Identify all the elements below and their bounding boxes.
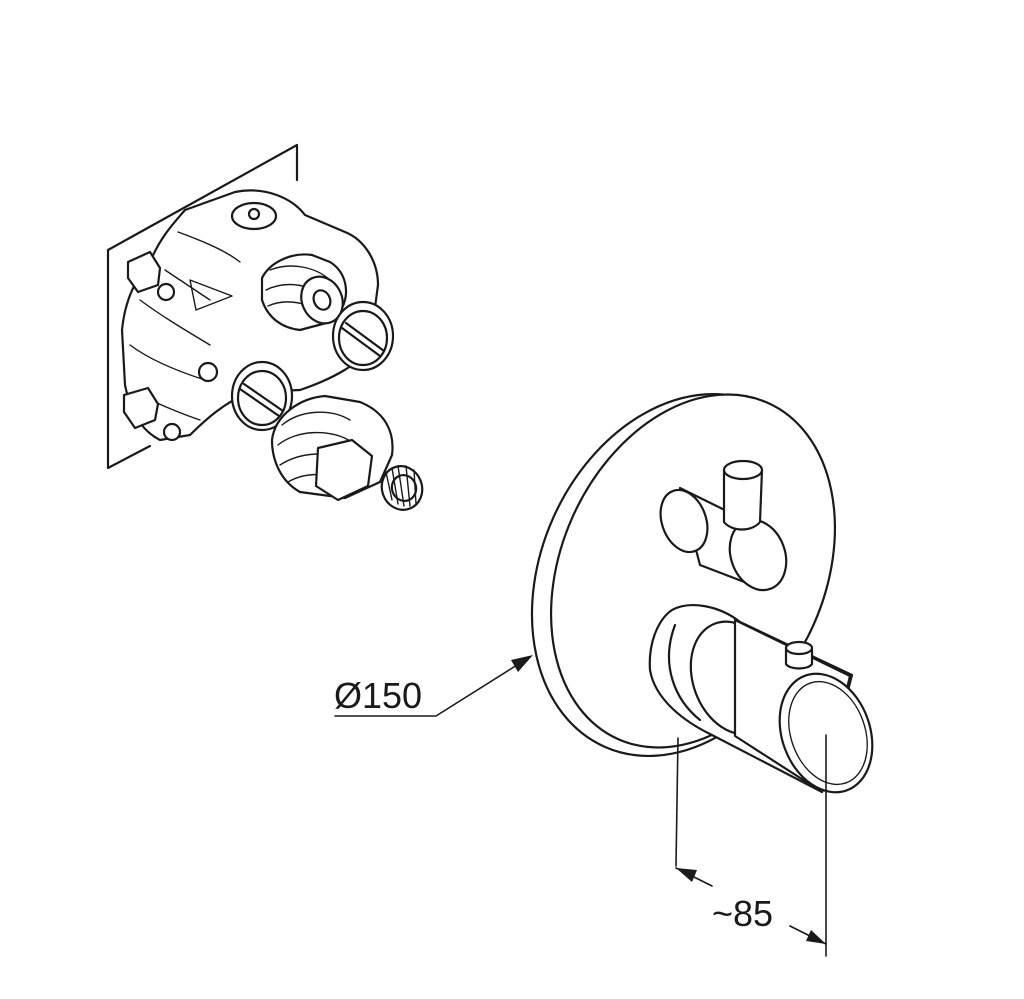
dimension-diameter: Ø150 — [334, 655, 533, 717]
diameter-label: Ø150 — [334, 675, 422, 716]
top-port-hole — [247, 207, 261, 221]
diverter-handle — [659, 459, 788, 592]
mounting-plate — [106, 143, 299, 470]
diameter-leader — [334, 659, 526, 717]
thermostat-handle — [648, 604, 874, 794]
lower-cartridge — [270, 394, 424, 511]
diverter-lever-top — [722, 459, 764, 481]
direction-arrow-mark — [189, 279, 233, 311]
left-screw-upper — [156, 282, 176, 302]
diameter-arrowhead — [511, 655, 533, 672]
projection-arrowhead-left — [676, 868, 697, 882]
diverter-lever — [722, 468, 764, 531]
mid-screw — [197, 361, 219, 383]
upper-spindle-core — [312, 289, 332, 311]
left-slotted-plug — [230, 360, 294, 432]
top-port — [230, 201, 278, 231]
concealed-valve-body — [106, 143, 424, 511]
handle-end-face — [778, 672, 874, 794]
hex-nut — [314, 438, 374, 502]
left-nut-lower — [122, 386, 160, 430]
housing-contour — [129, 231, 241, 421]
left-nut-upper — [126, 250, 162, 294]
projection-arrowhead-right — [806, 930, 826, 944]
left-screw-lower — [162, 422, 182, 442]
right-slotted-plug — [331, 300, 395, 372]
upper-spindle — [300, 275, 344, 325]
dimension-projection: ~85 — [675, 734, 827, 957]
projection-label: ~85 — [712, 893, 773, 934]
trim-set — [530, 392, 874, 794]
extension-line-left — [675, 737, 679, 867]
